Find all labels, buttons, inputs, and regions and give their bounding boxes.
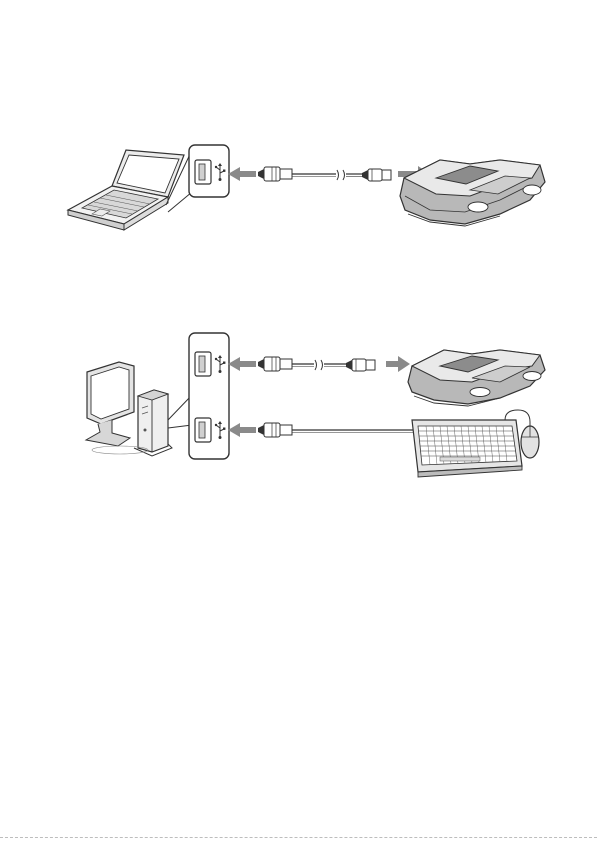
usb-a-plug-icon	[258, 423, 292, 437]
cable-break-icon	[337, 170, 345, 180]
arrow-left-icon	[228, 423, 256, 437]
cable-break-icon	[315, 360, 323, 370]
usb-a-plug-icon	[258, 167, 292, 181]
usb-port-icon	[195, 160, 211, 184]
arrow-left-icon	[228, 167, 256, 181]
scanner-base-icon	[408, 350, 545, 406]
desktop-computer-icon	[86, 362, 172, 456]
usb-b-plug-icon	[362, 169, 391, 181]
laptop-icon	[68, 150, 184, 230]
desktop-usb-ports-callout	[189, 333, 229, 459]
scanner-base-icon	[400, 160, 545, 226]
laptop-diagram	[68, 145, 545, 230]
usb-port-icon	[195, 418, 211, 442]
usb-a-plug-icon	[258, 357, 292, 371]
page-edge-dashed-line	[0, 837, 597, 838]
desktop-diagram	[86, 333, 545, 477]
arrow-right-icon	[386, 356, 410, 372]
arrow-left-icon	[228, 357, 256, 371]
laptop-usb-port-callout	[189, 145, 229, 197]
mouse-icon	[521, 426, 539, 458]
keyboard-icon	[412, 420, 522, 477]
usb-port-icon	[195, 352, 211, 376]
usb-b-plug-icon	[346, 359, 375, 371]
